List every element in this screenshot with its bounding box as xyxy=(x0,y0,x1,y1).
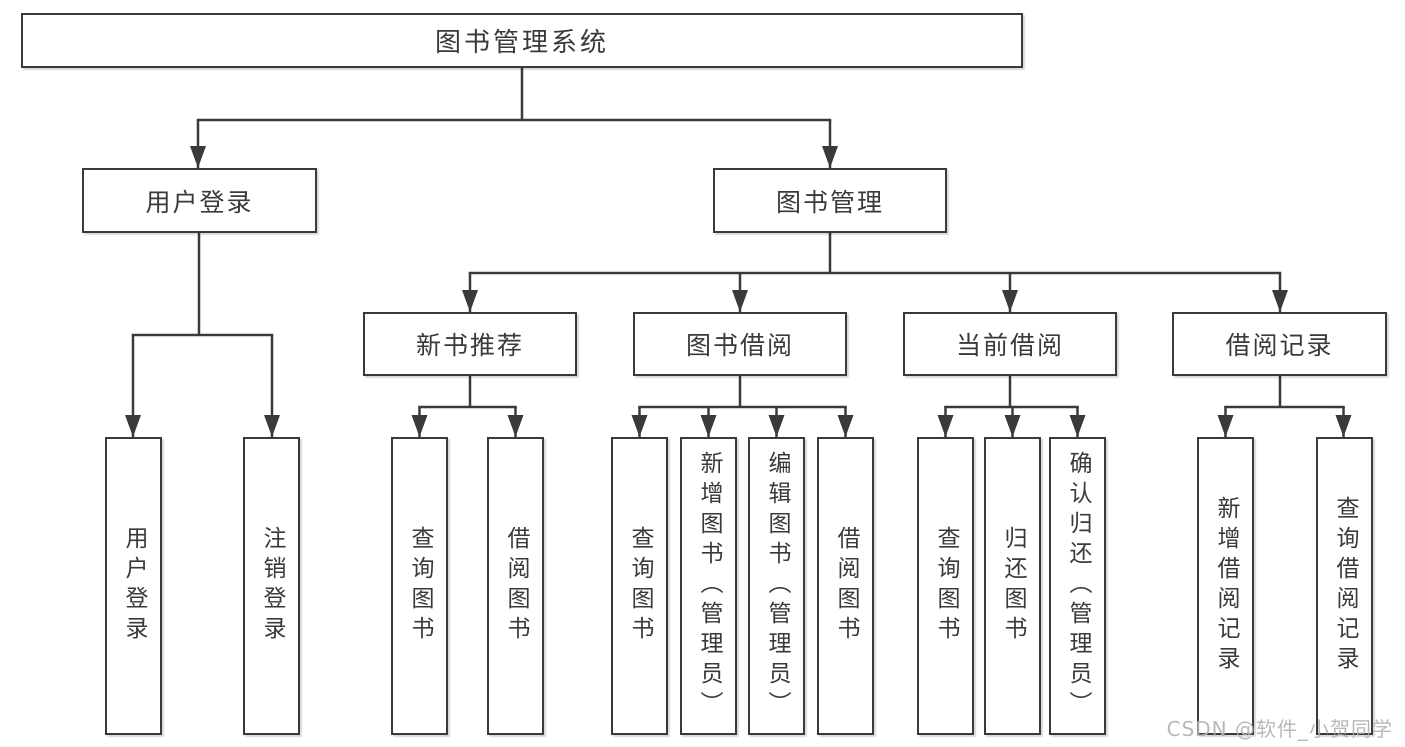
node-user-login: 用户登录 xyxy=(82,168,317,233)
connector-new-book-children xyxy=(411,376,524,437)
csdn-watermark: CSDN @软件_小贺同学 xyxy=(1166,717,1393,741)
leaf-borrow-books-new: 借阅图书 xyxy=(487,437,544,735)
node-borrowing-records: 借阅记录 xyxy=(1172,312,1387,376)
node-book-borrowing: 图书借阅 xyxy=(633,312,847,376)
connector-borrowing-records-children xyxy=(1217,376,1352,437)
leaf-return-book: 归还图书 xyxy=(984,437,1041,735)
node-new-book-recommendation: 新书推荐 xyxy=(363,312,577,376)
connector-user-login-children xyxy=(125,233,280,437)
leaf-add-book-admin: 新增图书（管理员） xyxy=(680,437,737,735)
node-library-management-system: 图书管理系统 xyxy=(21,13,1023,68)
connector-book-management-children xyxy=(462,233,1288,312)
leaf-borrow-books-borrow: 借阅图书 xyxy=(817,437,874,735)
leaf-logout: 注销登录 xyxy=(243,437,300,735)
leaf-edit-book-admin: 编辑图书（管理员） xyxy=(748,437,805,735)
connector-root-to-level2 xyxy=(190,68,838,168)
leaf-user-login: 用户登录 xyxy=(105,437,162,735)
node-current-borrowing: 当前借阅 xyxy=(903,312,1117,376)
leaf-query-borrow-record: 查询借阅记录 xyxy=(1316,437,1373,735)
leaf-confirm-return-admin: 确认归还（管理员） xyxy=(1049,437,1106,735)
leaf-add-borrow-record: 新增借阅记录 xyxy=(1197,437,1254,735)
leaf-query-books-new: 查询图书 xyxy=(391,437,448,735)
leaf-query-books-current: 查询图书 xyxy=(917,437,974,735)
leaf-query-books-borrow: 查询图书 xyxy=(611,437,668,735)
connector-current-borrowing-children xyxy=(937,376,1086,437)
node-book-management: 图书管理 xyxy=(713,168,947,233)
connector-book-borrowing-children xyxy=(631,376,854,437)
